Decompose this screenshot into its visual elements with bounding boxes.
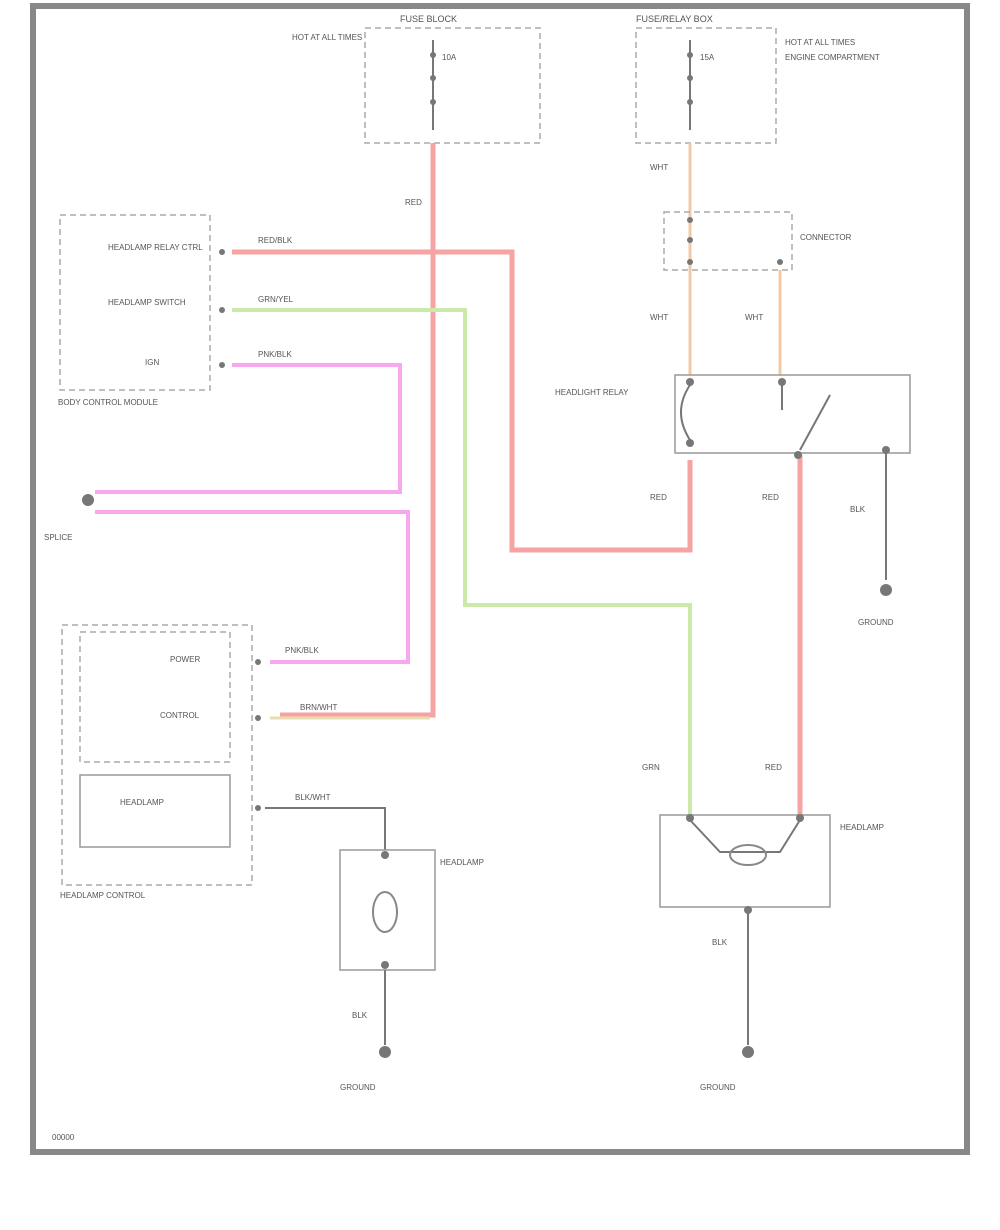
fuse-box-left: FUSE BLOCK HOT AT ALL TIMES 10A (292, 14, 541, 144)
connector-top-right: CONNECTOR (663, 211, 852, 271)
wire-relay-out-b: RED (762, 493, 779, 502)
lamp-right-label: HEADLAMP (840, 823, 884, 832)
splice-label: SPLICE (44, 533, 72, 542)
footer-code: 00000 (52, 1133, 75, 1142)
lower-pin-1: POWER (170, 655, 200, 664)
headlight-relay: HEADLIGHT RELAY (555, 374, 911, 459)
wire-pink-2 (95, 510, 410, 664)
diagram-frame (30, 3, 970, 1155)
wire-relay-out-a: RED (650, 493, 667, 502)
bulb-icon-right (729, 844, 767, 866)
right-lamp-wire: BLK (712, 938, 728, 947)
wire-green (232, 308, 692, 815)
splice: SPLICE (44, 494, 94, 542)
body-control-module: HEADLAMP RELAY CTRL HEADLAMP SWITCH IGN … (58, 214, 225, 407)
wire-mid-right-b: WHT (745, 313, 763, 322)
fuse-right-desc: HOT AT ALL TIMES (785, 38, 855, 47)
wire-lower-3 (265, 807, 386, 850)
connector-top-right-label: CONNECTOR (800, 233, 852, 242)
bcm-pin-1: HEADLAMP RELAY CTRL (108, 243, 203, 252)
headlamp-right: HEADLAMP (659, 814, 884, 914)
wire-top-right-color: WHT (650, 163, 668, 172)
fuse-right-note: ENGINE COMPARTMENT (785, 53, 880, 62)
relay-ground-wire: BLK (850, 505, 866, 514)
lower-pin-3: HEADLAMP (120, 798, 164, 807)
right-lamp-ground: GROUND (700, 1083, 736, 1092)
bcm-pin-2: HEADLAMP SWITCH (108, 298, 186, 307)
wire-red-main (280, 143, 436, 718)
headlamp-control-module: POWER CONTROL HEADLAMP HEADLAMP CONTROL (60, 624, 261, 900)
wire-mid-right-a: WHT (650, 313, 668, 322)
fuse-box-right-title: FUSE/RELAY BOX (636, 14, 713, 24)
bcm-pin-3: IGN (145, 358, 159, 367)
wire-left-3-color: PNK/BLK (258, 350, 292, 359)
wire-pink-1 (95, 363, 402, 494)
lamp-left-label: HEADLAMP (440, 858, 484, 867)
ground-left-label: GROUND (340, 1083, 376, 1092)
wire-lower-1-color: PNK/BLK (285, 646, 319, 655)
fuse-left-id: 10A (442, 53, 457, 62)
ground-left-icon (379, 1046, 391, 1058)
lower-pin-2: CONTROL (160, 711, 200, 720)
ground-right-label: GROUND (858, 618, 894, 627)
bcm-label: BODY CONTROL MODULE (58, 398, 158, 407)
fuse-left-desc: HOT AT ALL TIMES (292, 33, 362, 42)
wire-lower-2-color: BRN/WHT (300, 703, 337, 712)
ground-right-icon (880, 584, 892, 596)
headlamp-left: HEADLAMP (339, 849, 484, 971)
wire-right-bottom-b: RED (765, 763, 782, 772)
wire-red-bcm-relay (232, 249, 693, 553)
wire-right-bottom-a: GRN (642, 763, 660, 772)
bulb-icon (372, 891, 398, 933)
fuse-box-right: FUSE/RELAY BOX HOT AT ALL TIMES ENGINE C… (635, 14, 880, 144)
lamp-ground-wire: BLK (352, 1011, 368, 1020)
fuse-right-id: 15A (700, 53, 715, 62)
ground-right-bottom-icon (742, 1046, 754, 1058)
wire-left-1-color: RED/BLK (258, 236, 293, 245)
lower-module-label: HEADLAMP CONTROL (60, 891, 146, 900)
relay-label: HEADLIGHT RELAY (555, 388, 629, 397)
wire-lower-3-color: BLK/WHT (295, 793, 331, 802)
wire-top-left-color: RED (405, 198, 422, 207)
fuse-box-left-title: FUSE BLOCK (400, 14, 457, 24)
wire-left-2-color: GRN/YEL (258, 295, 294, 304)
